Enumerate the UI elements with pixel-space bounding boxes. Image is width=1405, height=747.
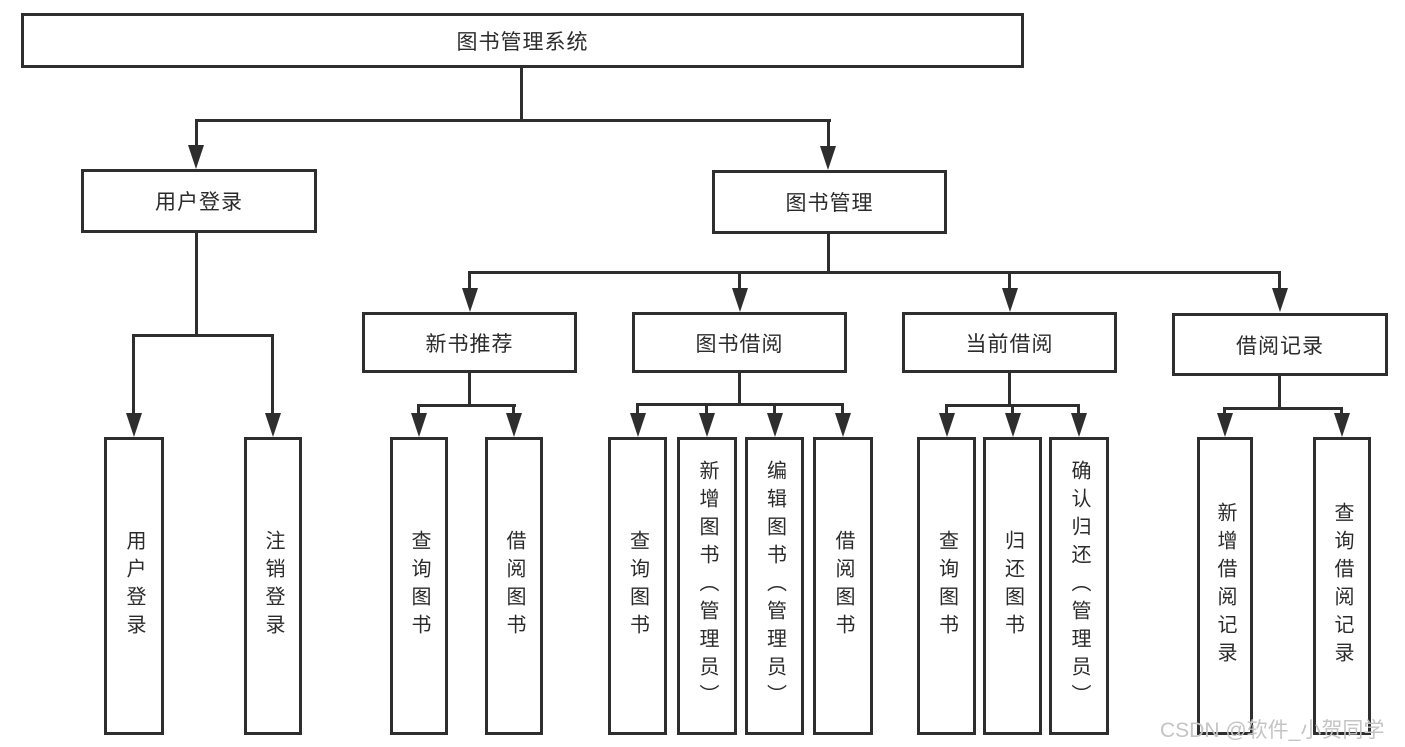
connector-drop-leaf (417, 404, 420, 418)
leaf-add-books-admin: 新增图书（管理员） (677, 437, 737, 735)
leaf-return-books: 归还图书 (983, 437, 1042, 735)
connector-drop-leaf (512, 404, 515, 418)
arrow-down-icon (411, 413, 427, 437)
node-new-book-recommendation: 新书推荐 (362, 312, 577, 373)
leaf-label: 借阅图书 (832, 530, 854, 642)
connector-drop-leaf (636, 403, 639, 418)
connector-drop-leaf (271, 334, 274, 416)
arrow-down-icon (767, 413, 783, 437)
node-label: 图书管理系统 (456, 30, 589, 54)
connector-stem (738, 371, 741, 406)
node-label: 借阅记录 (1236, 334, 1324, 358)
connector-drop-level3 (1008, 271, 1011, 289)
leaf-label: 查询借阅记录 (1331, 502, 1353, 670)
leaf-label: 借阅图书 (503, 530, 525, 642)
arrow-down-icon (1002, 288, 1018, 312)
connector-drop-leaf (132, 334, 135, 416)
connector-bar (636, 403, 844, 406)
connector-drop-user-login (195, 119, 198, 149)
connector-drop-leaf (945, 404, 948, 418)
arrow-down-icon (265, 413, 281, 437)
node-borrowing-records: 借阅记录 (1172, 313, 1388, 376)
node-label: 当前借阅 (965, 332, 1054, 356)
connector-root-stem (520, 66, 523, 121)
connector-drop-leaf (705, 403, 708, 418)
leaf-label: 注销登录 (262, 530, 284, 642)
connector-drop-leaf (773, 403, 776, 418)
leaf-label: 编辑图书（管理员） (763, 460, 786, 712)
leaf-borrow-books-recommend: 借阅图书 (485, 437, 543, 735)
arrow-down-icon (188, 145, 204, 169)
leaf-borrow-books-borrowing: 借阅图书 (813, 437, 873, 735)
arrow-down-icon (1005, 413, 1021, 437)
node-library-management-system: 图书管理系统 (21, 13, 1024, 68)
connector-stem (1008, 371, 1011, 407)
connector-book-management-bar (468, 271, 1281, 274)
arrow-down-icon (1217, 413, 1233, 437)
connector-stem (468, 371, 471, 407)
leaf-label: 查询图书 (408, 530, 430, 642)
arrow-down-icon (506, 413, 522, 437)
arrow-down-icon (699, 413, 715, 437)
leaf-query-books-borrowing: 查询图书 (608, 437, 667, 735)
connector-drop-book-management (827, 119, 830, 149)
connector-drop-level3 (468, 271, 471, 289)
node-book-management: 图书管理 (712, 170, 947, 234)
leaf-query-books-current: 查询图书 (917, 437, 976, 735)
leaf-add-borrow-record: 新增借阅记录 (1197, 437, 1253, 735)
arrow-down-icon (630, 413, 646, 437)
node-book-borrowing: 图书借阅 (632, 312, 847, 373)
arrow-down-icon (462, 288, 478, 312)
arrow-down-icon (732, 288, 748, 312)
leaf-confirm-return-admin: 确认归还（管理员） (1049, 437, 1109, 735)
node-label: 图书管理 (785, 192, 874, 215)
arrow-down-icon (820, 146, 836, 170)
node-user-login: 用户登录 (81, 169, 317, 233)
connector-drop-leaf (1223, 407, 1226, 418)
leaf-query-borrow-record: 查询借阅记录 (1313, 437, 1371, 735)
arrow-down-icon (835, 413, 851, 437)
leaf-edit-books-admin: 编辑图书（管理员） (745, 437, 804, 735)
connector-drop-leaf (1077, 404, 1080, 418)
connector-drop-level3 (738, 271, 741, 289)
connector-drop-level3 (1278, 271, 1281, 289)
connector-drop-leaf (1340, 407, 1343, 418)
arrow-down-icon (1334, 413, 1350, 437)
leaf-label: 新增图书（管理员） (696, 460, 718, 712)
connector-drop-leaf (841, 403, 844, 418)
node-label: 图书借阅 (695, 332, 784, 356)
connector-stem (1278, 374, 1281, 410)
leaf-label: 查询图书 (935, 530, 958, 642)
leaf-label: 归还图书 (1001, 530, 1024, 642)
arrow-down-icon (126, 413, 142, 437)
connector-user-login-stem (195, 233, 198, 337)
connector-drop-leaf (1011, 404, 1014, 418)
arrow-down-icon (1272, 288, 1288, 312)
leaf-label: 查询图书 (626, 530, 649, 642)
node-current-borrowing: 当前借阅 (902, 312, 1117, 373)
connector-book-management-stem (827, 234, 830, 273)
csdn-watermark: CSDN @软件_小贺同学 (1160, 719, 1385, 742)
leaf-label: 新增借阅记录 (1214, 502, 1236, 670)
connector-user-login-bar (132, 334, 274, 337)
connector-root-bar (195, 119, 831, 122)
connector-bar (418, 404, 516, 407)
leaf-user-login: 用户登录 (104, 437, 164, 735)
leaf-label: 确认归还（管理员） (1068, 460, 1090, 712)
leaf-logout: 注销登录 (244, 437, 302, 735)
arrow-down-icon (1071, 413, 1087, 437)
node-label: 用户登录 (155, 191, 243, 214)
leaf-label: 用户登录 (123, 530, 145, 642)
leaf-query-books-recommend: 查询图书 (390, 437, 448, 735)
arrow-down-icon (939, 413, 955, 437)
node-label: 新书推荐 (425, 332, 514, 356)
connector-bar (1223, 407, 1343, 410)
